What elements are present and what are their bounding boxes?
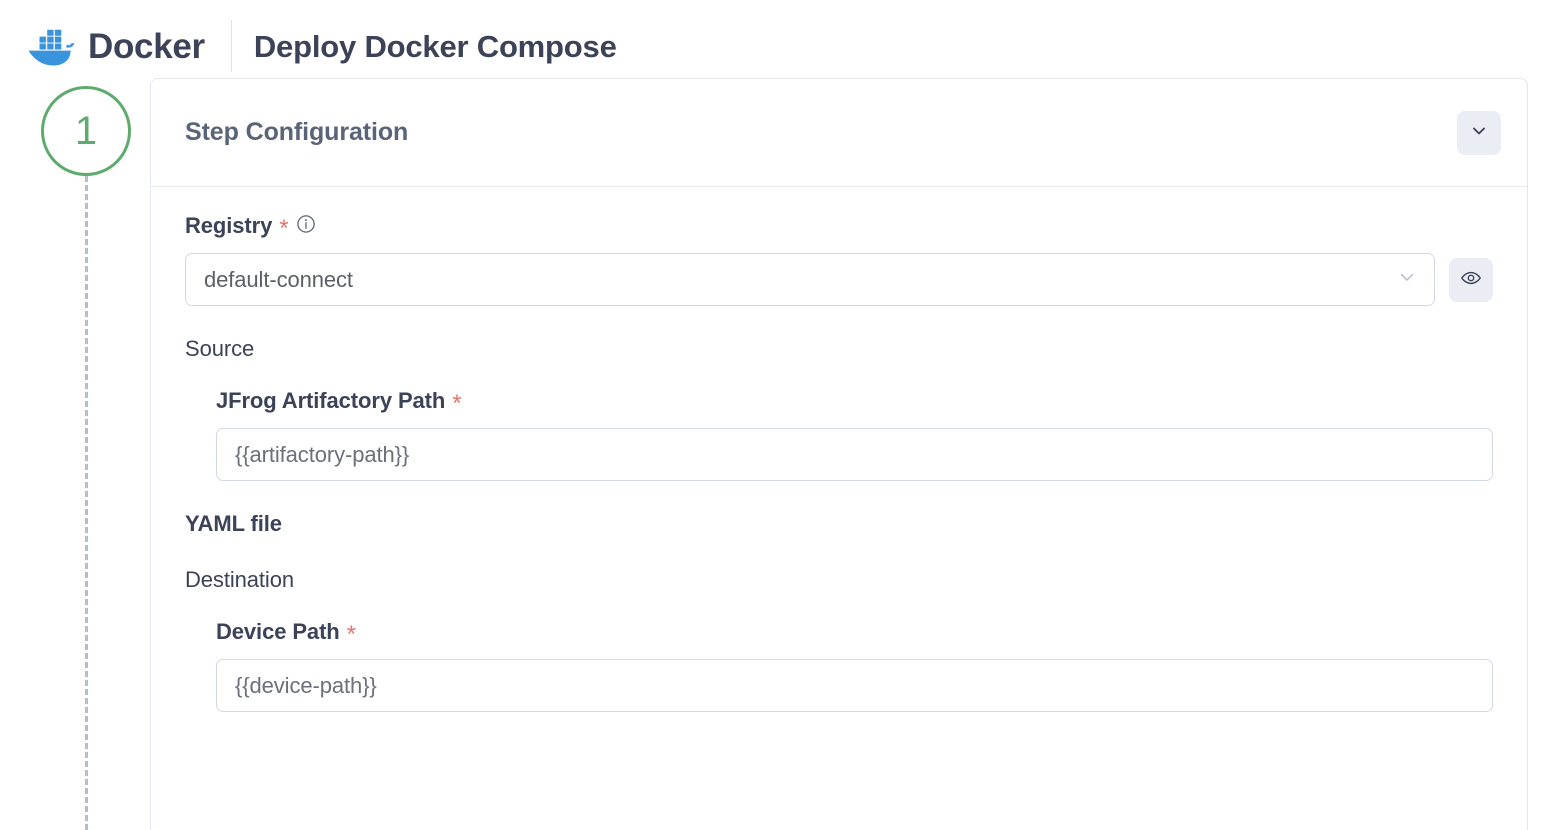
registry-label: Registry [185, 213, 273, 238]
step-configuration-card: Step Configuration Registry * [150, 78, 1528, 830]
source-section-label-row: Source [185, 336, 1493, 362]
page-header: Docker Deploy Docker Compose [0, 0, 1542, 78]
artifactory-path-label-row: JFrog Artifactory Path * [216, 388, 1493, 417]
destination-section-label-row: Destination [185, 567, 1493, 593]
page-title: Deploy Docker Compose [253, 28, 617, 64]
card-header: Step Configuration [151, 79, 1527, 187]
artifactory-path-field: JFrog Artifactory Path * [185, 388, 1493, 481]
eye-icon [1460, 267, 1482, 292]
brand-name: Docker [88, 26, 205, 66]
card-body: Registry * default-connect [151, 187, 1527, 712]
device-path-field: Device Path * [185, 619, 1493, 712]
artifactory-path-input[interactable] [216, 428, 1493, 481]
source-section-label: Source [185, 336, 255, 361]
chevron-down-icon [1396, 266, 1418, 293]
destination-section-label: Destination [185, 567, 294, 592]
device-path-required-marker: * [346, 621, 356, 648]
device-path-label: Device Path [216, 619, 340, 644]
registry-label-row: Registry * [185, 213, 1493, 242]
step-connector-line [84, 176, 88, 830]
step-number-badge: 1 [41, 86, 131, 176]
info-circle-icon[interactable] [296, 214, 316, 239]
yaml-file-label-row: YAML file [185, 511, 1493, 537]
header-divider [230, 20, 232, 72]
artifactory-path-label: JFrog Artifactory Path [216, 388, 446, 413]
docker-whale-icon [22, 24, 78, 68]
collapse-card-button[interactable] [1457, 110, 1501, 155]
device-path-input[interactable] [216, 659, 1493, 712]
reveal-registry-button[interactable] [1449, 257, 1493, 302]
registry-select-row: default-connect [185, 253, 1493, 306]
registry-select[interactable]: default-connect [185, 253, 1435, 306]
artifactory-path-required-marker: * [452, 390, 462, 417]
yaml-file-label: YAML file [185, 511, 282, 536]
chevron-down-icon [1469, 121, 1489, 144]
card-title: Step Configuration [185, 118, 409, 146]
registry-selected-value: default-connect [204, 266, 353, 292]
device-path-label-row: Device Path * [216, 619, 1493, 648]
step-section: 1 Step Configuration Registry * [0, 78, 1542, 830]
registry-required-marker: * [279, 215, 289, 242]
step-rail: 1 [22, 78, 150, 830]
step-number: 1 [74, 108, 98, 153]
